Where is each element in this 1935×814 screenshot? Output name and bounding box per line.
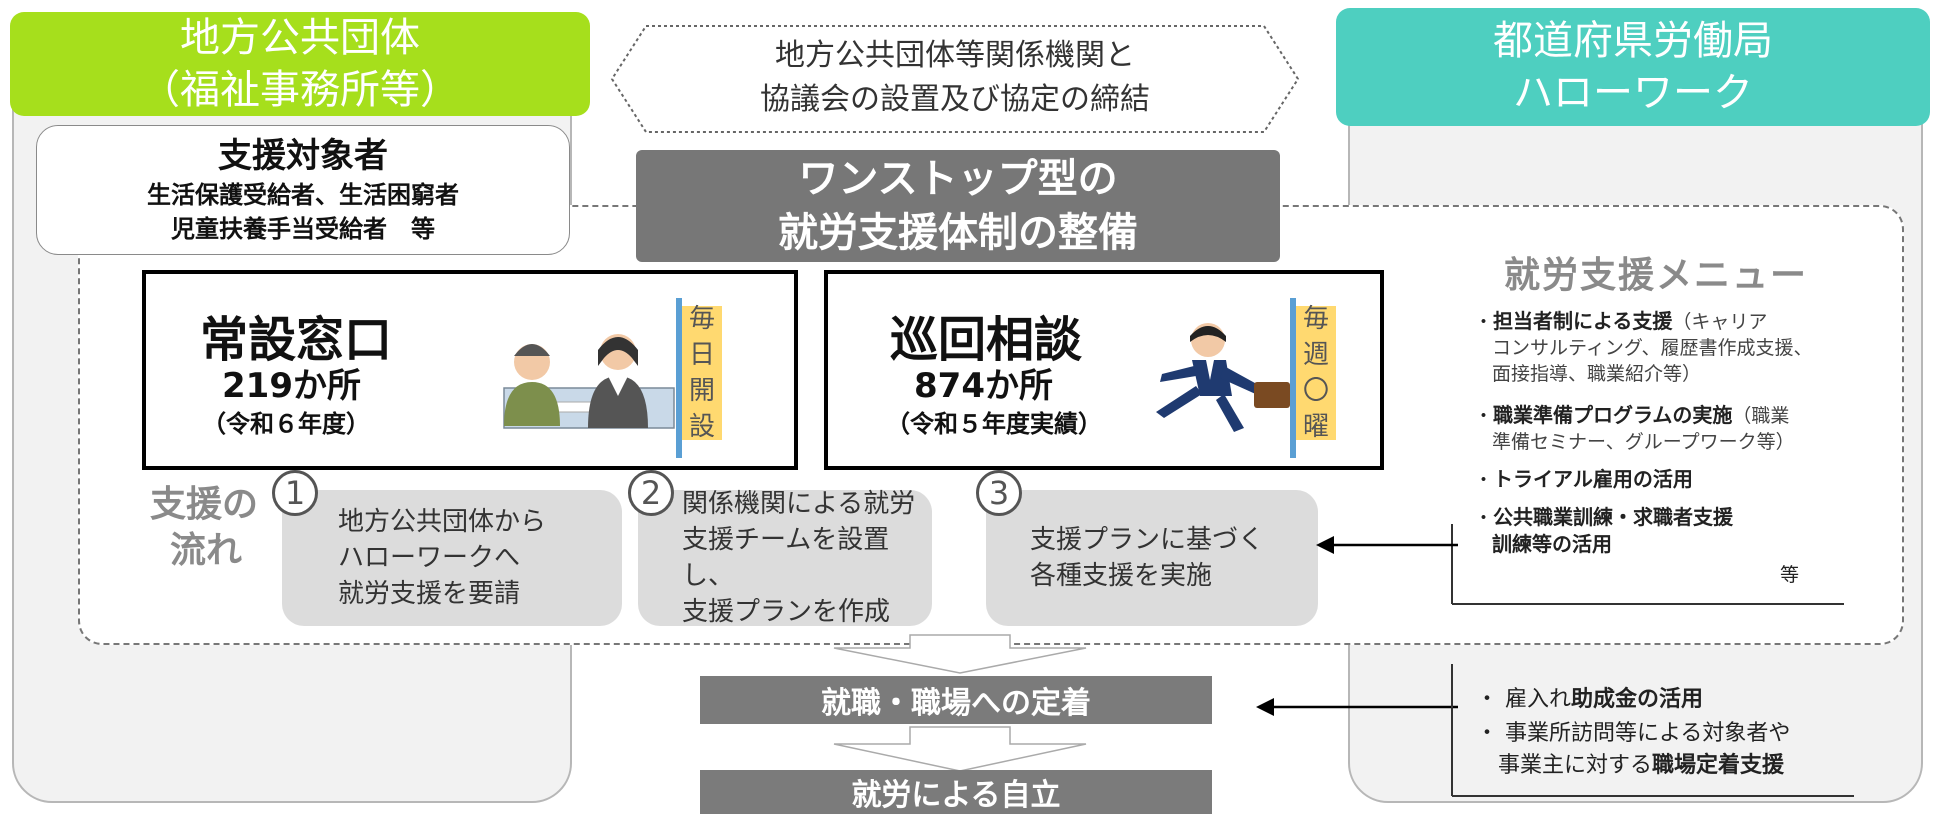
left-header: 地方公共団体 （福祉事務所等） — [10, 12, 590, 116]
step-number-3: 3 — [976, 470, 1022, 516]
menu-item-vocational-training-bold: 公共職業訓練・求職者支援 — [1493, 505, 1734, 529]
support2-bracket — [1451, 664, 1854, 797]
support-target-line2: 児童扶養手当受給者 等 — [171, 215, 435, 243]
menu-item-prep-program: ・職業準備プログラムの実施（職業 準備セミナー、グループワーク等） — [1474, 402, 1884, 455]
flag-weekly-char: 曜 — [1302, 412, 1329, 442]
down-arrow-1 — [833, 634, 1087, 674]
flow-step-2-line: 関係機関による就労 — [682, 489, 916, 519]
patrol-consult-title: 巡回相談 — [890, 312, 1083, 368]
flag-pole-daily — [676, 298, 682, 458]
support-target-line1: 生活保護受給者、生活困窮者 — [147, 181, 459, 209]
left-header-line1: 地方公共団体 — [180, 15, 420, 61]
support-flow-label: 支援の 流れ — [150, 482, 258, 574]
patrol-consult-note: （令和５年度実績） — [886, 410, 1102, 438]
flag-daily-char: 設 — [688, 412, 715, 442]
menu-item-vocational-training: ・公共職業訓練・求職者支援 訓練等の活用 — [1474, 505, 1734, 556]
menu-item-prep-program-rest: （職業 — [1732, 405, 1790, 427]
flag-daily-char: 日 — [688, 340, 715, 370]
support2-item-subsidy-bold: 助成金の活用 — [1571, 687, 1704, 712]
flow-step-2-line: 支援チームを設置し、 — [682, 525, 890, 591]
onestop-line1: ワンストップ型の — [798, 156, 1118, 202]
step-number-1: 1 — [272, 470, 318, 516]
agreement-line2: 協議会の設置及び協定の締結 — [760, 82, 1150, 117]
support2-item-visit-line2: 事業主に対する — [1498, 753, 1653, 778]
flow-step-2-line: 支援プランを作成 — [682, 597, 891, 627]
menu-item-prep-program-bold: 職業準備プログラムの実施 — [1493, 403, 1733, 427]
menu-item-caseworker: ・担当者制による支援（キャリア コンサルティング、履歴書作成支援、 面接指導、職… — [1474, 308, 1884, 387]
support-target-box: 支援対象者 生活保護受給者、生活困窮者 児童扶養手当受給者 等 — [36, 125, 570, 255]
flag-weekly-char: 毎 — [1302, 304, 1329, 334]
onestop-title: ワンストップ型の 就労支援体制の整備 — [636, 150, 1280, 262]
permanent-office-title: 常設窓口 — [200, 312, 393, 368]
support2-item-subsidy: ・ 雇入れ助成金の活用 — [1476, 684, 1703, 716]
support-flow-label-line2: 流れ — [170, 530, 243, 571]
left-header-line2: （福祉事務所等） — [140, 67, 460, 113]
onestop-line2: 就労支援体制の整備 — [778, 210, 1138, 256]
flow-step-3-line: 各種支援を実施 — [1030, 561, 1213, 591]
flow-step-3-line: 支援プランに基づく — [1030, 525, 1265, 555]
support2-item-visit-line1: ・ 事業所訪問等による対象者や — [1476, 721, 1791, 746]
menu-item-trial-employment: ・トライアル雇用の活用 — [1474, 467, 1693, 491]
down-arrow-2 — [833, 726, 1087, 772]
menu-to-step3-arrow — [1316, 536, 1458, 554]
support2-item-visit: ・ 事業所訪問等による対象者や 事業主に対する職場定着支援 — [1476, 718, 1790, 782]
flow-step-1-line: ハローワークへ — [338, 543, 521, 573]
patrol-consult-count: 874か所 — [914, 366, 1053, 406]
step-number-2: 2 — [628, 470, 674, 516]
agreement-arrow — [610, 25, 1300, 133]
support2-item-visit-bold: 職場定着支援 — [1652, 753, 1785, 778]
flag-weekly-char: 〇 — [1302, 376, 1329, 406]
menu-item-vocational-training-cont: 訓練等の活用 — [1492, 532, 1612, 556]
self-reliance-bar: 就労による自立 — [700, 770, 1212, 814]
consultation-illustration — [503, 334, 675, 429]
menu-item-caseworker-cont2: 面接指導、職業紹介等） — [1492, 363, 1702, 385]
flow-step-3: 支援プランに基づく 各種支援を実施 — [986, 490, 1318, 626]
menu-item-caseworker-bold: 担当者制による支援 — [1493, 309, 1673, 333]
menu-item-caseworker-rest: （キャリア — [1672, 311, 1768, 333]
menu-item-caseworker-cont1: コンサルティング、履歴書作成支援、 — [1492, 337, 1813, 359]
flag-daily-char: 毎 — [688, 304, 715, 334]
running-businessman-illustration — [1156, 323, 1290, 432]
menu-bracket — [1451, 524, 1844, 605]
menu-item-prep-program-cont1: 準備セミナー、グループワーク等） — [1492, 431, 1795, 453]
flow-step-2: 関係機関による就労 支援チームを設置し、 支援プランを作成 — [638, 489, 932, 627]
flow-step-1-line: 就労支援を要請 — [338, 579, 521, 609]
menu-item-trial-employment-bold: トライアル雇用の活用 — [1493, 467, 1693, 491]
flow-step-1-line: 地方公共団体から — [338, 507, 547, 537]
flow-step-1: 地方公共団体から ハローワークへ 就労支援を要請 — [282, 490, 622, 626]
agreement-line1: 地方公共団体等関係機関と — [775, 38, 1135, 73]
permanent-office-count: 219か所 — [222, 366, 361, 406]
employment-support-menu-title: 就労支援メニュー — [1504, 255, 1809, 296]
flag-pole-weekly — [1290, 298, 1296, 458]
flag-daily-char: 開 — [688, 376, 715, 406]
right-header-line1: 都道府県労働局 — [1493, 18, 1773, 64]
flag-weekly-char: 週 — [1302, 340, 1329, 370]
agreement-text: 地方公共団体等関係機関と 協議会の設置及び協定の締結 — [650, 26, 1260, 130]
flag-daily: 毎 日 開 設 — [682, 304, 722, 442]
support-to-employment-arrow — [1256, 698, 1458, 716]
permanent-office-note: （令和６年度） — [202, 410, 370, 438]
flag-weekly: 毎 週 〇 曜 — [1296, 304, 1336, 442]
menu-etc: 等 — [1780, 564, 1800, 586]
employment-settlement-bar: 就職・職場への定着 — [700, 676, 1212, 724]
right-header-line2: ハローワーク — [1513, 70, 1753, 116]
support-target-title: 支援対象者 — [218, 136, 388, 176]
right-header: 都道府県労働局 ハローワーク — [1336, 8, 1930, 126]
support2-item-subsidy-prefix: ・ 雇入れ — [1476, 687, 1571, 712]
support-flow-label-line1: 支援の — [150, 484, 259, 525]
